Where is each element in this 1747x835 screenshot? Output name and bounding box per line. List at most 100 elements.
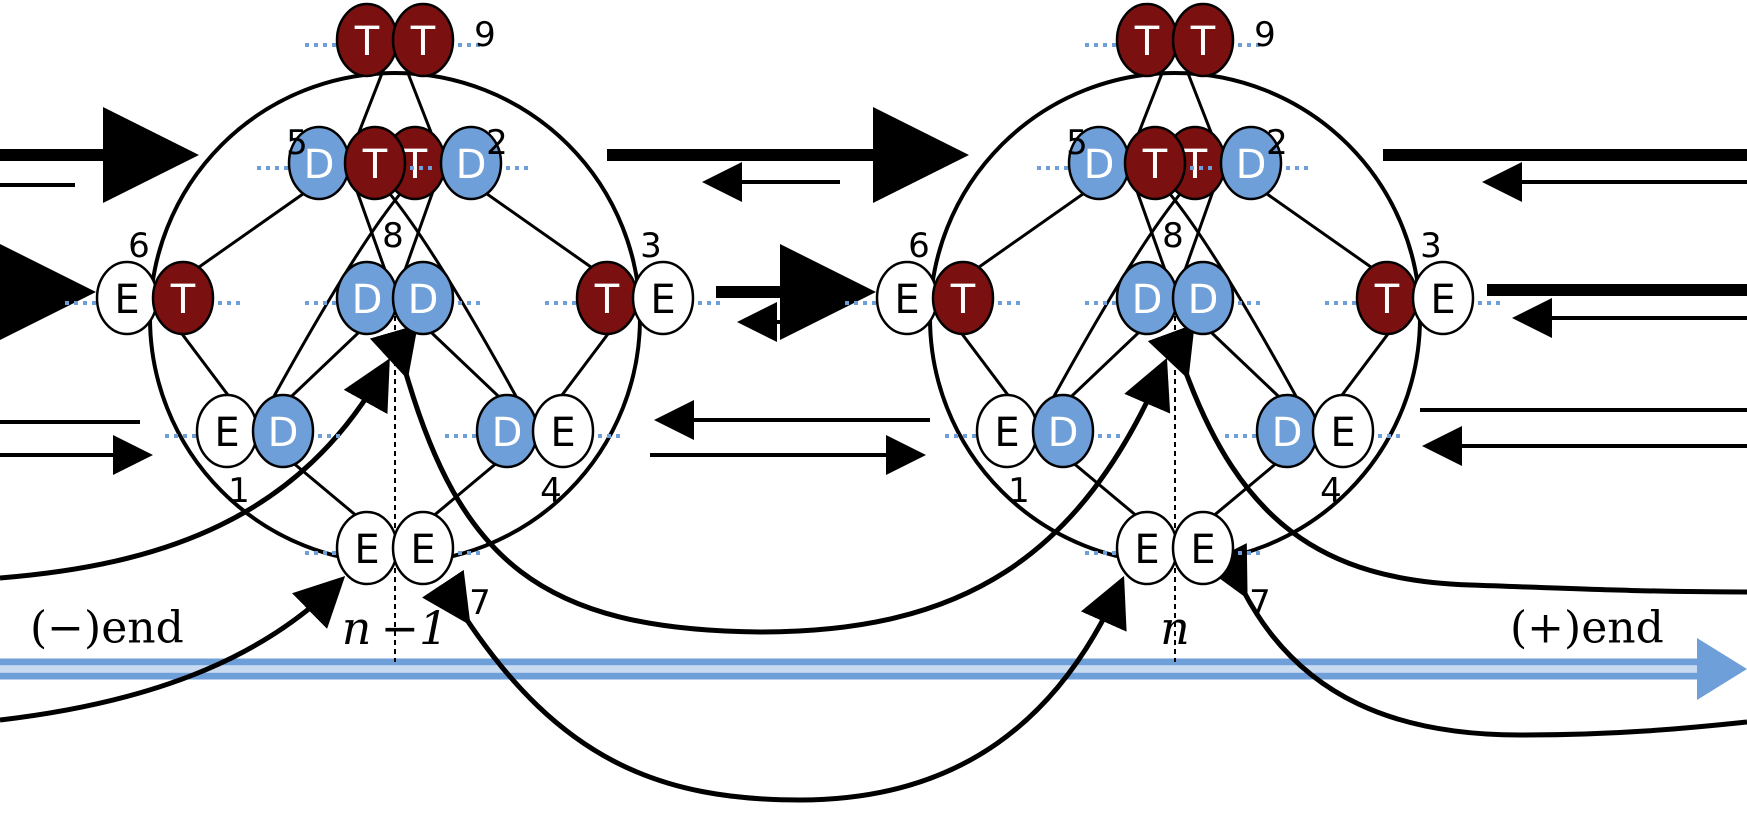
ring-position-label: n −1: [342, 601, 449, 655]
site-number: 9: [474, 15, 496, 55]
state-label: D: [408, 277, 439, 323]
state-label: T: [1374, 277, 1400, 323]
state-d-node: [1219, 125, 1283, 201]
state-d-node: [1171, 260, 1235, 336]
state-label: E: [1190, 527, 1215, 573]
state-label: D: [1236, 142, 1267, 188]
arrow-curve-left-in-2: [0, 575, 346, 723]
arrow-curve-right-out-2: [1202, 542, 1747, 738]
arrow-curve-n1-to-n-upper: [369, 324, 1171, 635]
state-label: E: [214, 410, 239, 456]
site-number: 8: [1162, 216, 1184, 256]
state-label: D: [1188, 277, 1219, 323]
site-number: 6: [128, 226, 150, 266]
site-number: 3: [640, 226, 662, 266]
state-e-node: [531, 393, 595, 469]
site-number: 3: [1420, 226, 1442, 266]
site-number: 5: [286, 123, 308, 163]
minus-end-label: (−)end: [30, 603, 184, 654]
transition-arrows: [0, 107, 1747, 803]
state-label: E: [1330, 410, 1355, 456]
ring-position-label: n: [1160, 601, 1190, 655]
site-number: 6: [908, 226, 930, 266]
site-number: 7: [1249, 583, 1271, 623]
state-label: T: [1190, 19, 1216, 65]
state-label: E: [1134, 527, 1159, 573]
state-label: D: [1132, 277, 1163, 323]
state-label: D: [1048, 410, 1079, 456]
state-t-node: [151, 260, 215, 336]
arrow-curve-right-out-1: [1147, 323, 1747, 595]
state-e-node: [1411, 260, 1475, 336]
state-label: E: [894, 277, 919, 323]
state-label: T: [354, 19, 380, 65]
state-label: E: [650, 277, 675, 323]
arrow-curve-left-in-1: [0, 358, 390, 581]
state-label: D: [1084, 142, 1115, 188]
state-e-node: [391, 510, 455, 586]
state-e-node: [1171, 510, 1235, 586]
state-label: T: [1142, 142, 1168, 188]
state-label: T: [362, 142, 388, 188]
axis-arrowhead: [1697, 638, 1747, 700]
state-t-node: [391, 2, 455, 78]
site-number: 1: [1008, 471, 1030, 511]
site-number: 4: [1320, 471, 1342, 511]
plus-end-label: (+)end: [1510, 603, 1664, 654]
state-label: T: [950, 277, 976, 323]
state-t-node: [1123, 125, 1187, 201]
site-number: 9: [1254, 15, 1276, 55]
state-d-node: [391, 260, 455, 336]
state-label: D: [304, 142, 335, 188]
site-number: 2: [486, 123, 508, 163]
state-e-node: [631, 260, 695, 336]
state-label: T: [594, 277, 620, 323]
state-label: D: [1272, 410, 1303, 456]
site-number: 2: [1266, 123, 1288, 163]
state-label: E: [994, 410, 1019, 456]
site-number: 1: [228, 471, 250, 511]
state-label: E: [354, 527, 379, 573]
state-label: T: [170, 277, 196, 323]
state-label: D: [352, 277, 383, 323]
state-label: E: [114, 277, 139, 323]
site-number: 8: [382, 216, 404, 256]
state-label: D: [268, 410, 299, 456]
state-label: E: [550, 410, 575, 456]
site-number: 5: [1066, 123, 1088, 163]
state-label: T: [1134, 19, 1160, 65]
state-label: D: [492, 410, 523, 456]
site-number: 7: [469, 583, 491, 623]
polarity-axis: (−)end (+)end: [0, 603, 1747, 700]
state-label: E: [1430, 277, 1455, 323]
state-d-node: [439, 125, 503, 201]
state-t-node: [343, 125, 407, 201]
state-t-node: [931, 260, 995, 336]
site-number: 4: [540, 471, 562, 511]
arrow-curve-n1-to-n-lower: [422, 569, 1127, 803]
state-label: T: [410, 19, 436, 65]
state-e-node: [1311, 393, 1375, 469]
state-d-node: [1031, 393, 1095, 469]
state-d-node: [251, 393, 315, 469]
